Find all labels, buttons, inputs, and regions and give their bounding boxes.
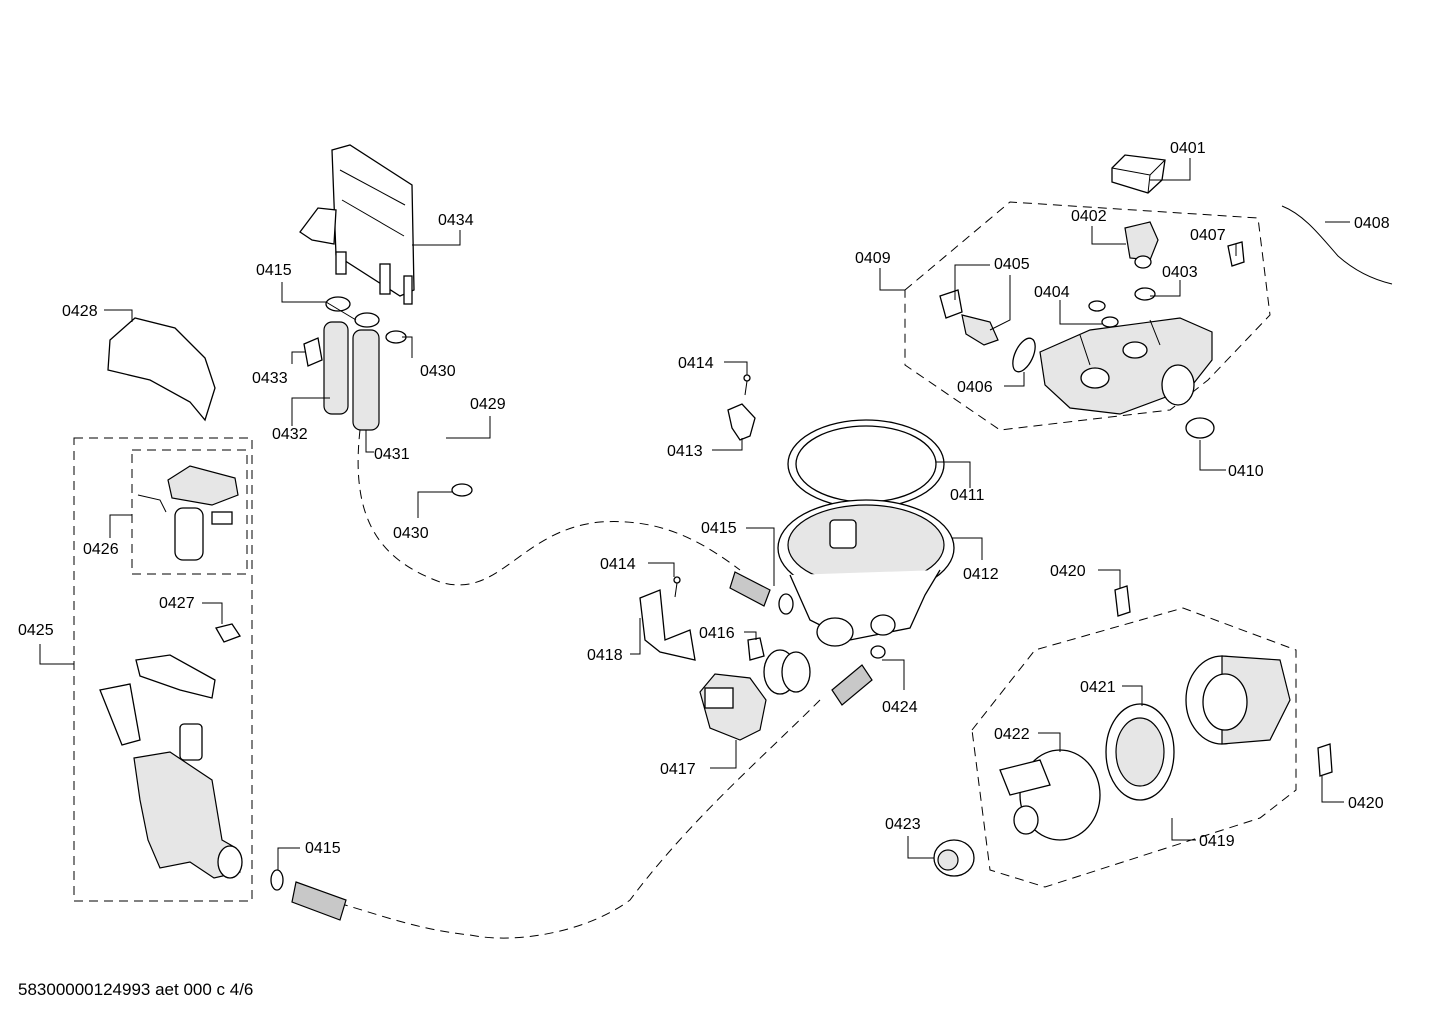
part-0404-oring-b — [1101, 316, 1119, 328]
parts — [99, 144, 1393, 921]
part-0408-cable — [1281, 205, 1393, 285]
label-0406: 0406 — [957, 379, 993, 396]
label-0402: 0402 — [1071, 208, 1107, 225]
label-0403: 0403 — [1162, 264, 1198, 281]
part-0418-bracket — [639, 589, 696, 661]
label-0416: 0416 — [699, 625, 735, 642]
group-outlines — [73, 201, 1297, 939]
part-0404-oring-a — [1088, 300, 1106, 312]
label-0430-top: 0430 — [420, 363, 456, 380]
drain-hose-route — [357, 429, 741, 586]
part-0429-drain-hose-inner — [383, 345, 465, 485]
part-0424-ring-large — [781, 651, 811, 693]
document-reference-footer: 58300000124993 aet 000 c 4/6 — [18, 980, 254, 999]
group-0425-outline — [73, 437, 253, 902]
part-0428-cover — [107, 317, 216, 422]
part-0401-cover — [1111, 154, 1166, 194]
label-0415-top: 0415 — [256, 262, 292, 279]
part-0420-clip-a — [1114, 585, 1131, 617]
label-0421: 0421 — [1080, 679, 1116, 696]
part-0405-sensor — [939, 289, 999, 346]
label-0405: 0405 — [994, 256, 1030, 273]
label-0428: 0428 — [62, 303, 98, 320]
part-0402-connector — [1124, 221, 1159, 269]
label-0404: 0404 — [1034, 284, 1070, 301]
part-0415-sleeve-sump — [729, 571, 794, 615]
part-0432-hose — [323, 321, 349, 415]
label-0420-b: 0420 — [1348, 795, 1384, 812]
part-0411-sump-seal — [787, 419, 945, 509]
part-0409-manifold — [1039, 317, 1213, 415]
part-0421-pump-housing — [1105, 703, 1175, 801]
label-0420-a: 0420 — [1050, 563, 1086, 580]
part-0431-hose — [352, 329, 380, 431]
part-0426-float-assembly — [137, 465, 239, 561]
part-0414-screw-b — [673, 576, 681, 598]
label-0414-a: 0414 — [678, 355, 714, 372]
group-0409-outline — [904, 201, 1271, 431]
label-0407: 0407 — [1190, 227, 1226, 244]
label-0418: 0418 — [587, 647, 623, 664]
part-labels: 0401 0402 0407 0408 0409 0405 0403 0404 … — [18, 140, 1390, 857]
label-0408: 0408 — [1354, 215, 1390, 232]
part-0424-ring — [870, 645, 886, 659]
part-0434-air-break — [299, 144, 415, 305]
part-0419-motor — [1185, 655, 1291, 745]
inlet-hose-route — [344, 699, 821, 939]
label-0422: 0422 — [994, 726, 1030, 743]
label-0427: 0427 — [159, 595, 195, 612]
label-0429: 0429 — [470, 396, 506, 413]
label-0433: 0433 — [252, 370, 288, 387]
part-0415-sleeve-bottom — [270, 869, 347, 921]
label-0425: 0425 — [18, 622, 54, 639]
label-0423: 0423 — [885, 816, 921, 833]
part-0417-drain-pump — [699, 649, 797, 741]
label-0410: 0410 — [1228, 463, 1264, 480]
label-0426: 0426 — [83, 541, 119, 558]
label-0401: 0401 — [1170, 140, 1206, 157]
part-0430-clamp-bottom — [451, 483, 473, 497]
label-0419: 0419 — [1199, 833, 1235, 850]
part-0403-oring — [1134, 287, 1156, 301]
leader-lines — [39, 158, 1350, 870]
label-0417: 0417 — [660, 761, 696, 778]
label-0412: 0412 — [963, 566, 999, 583]
label-0409: 0409 — [855, 250, 891, 267]
part-0420-clip-b — [1317, 743, 1333, 777]
label-0431: 0431 — [374, 446, 410, 463]
part-0406-seal-ring — [1012, 337, 1036, 373]
part-0433-clip — [303, 337, 323, 367]
part-0410-hose-clamp — [1185, 417, 1215, 439]
part-0425-softener — [99, 654, 243, 879]
part-0422-impeller-housing — [999, 749, 1101, 841]
label-0415-sump: 0415 — [701, 520, 737, 537]
label-0414-b: 0414 — [600, 556, 636, 573]
label-0411: 0411 — [950, 487, 985, 504]
part-0427-clip — [215, 623, 241, 643]
part-0423-grommet — [933, 839, 975, 877]
part-0424-hose — [831, 664, 873, 706]
label-0415-bottom: 0415 — [305, 840, 341, 857]
part-0415-rings-top — [325, 296, 380, 328]
label-0413: 0413 — [667, 443, 703, 460]
label-0430-bottom: 0430 — [393, 525, 429, 542]
label-0434: 0434 — [438, 212, 474, 229]
part-0416-clip — [747, 637, 765, 661]
part-0413-bracket — [727, 403, 756, 441]
label-0432: 0432 — [272, 426, 308, 443]
part-0414-screw-a — [743, 374, 751, 396]
group-0419-outline — [971, 607, 1297, 888]
label-0424: 0424 — [882, 699, 918, 716]
part-0412-sump — [777, 499, 955, 647]
